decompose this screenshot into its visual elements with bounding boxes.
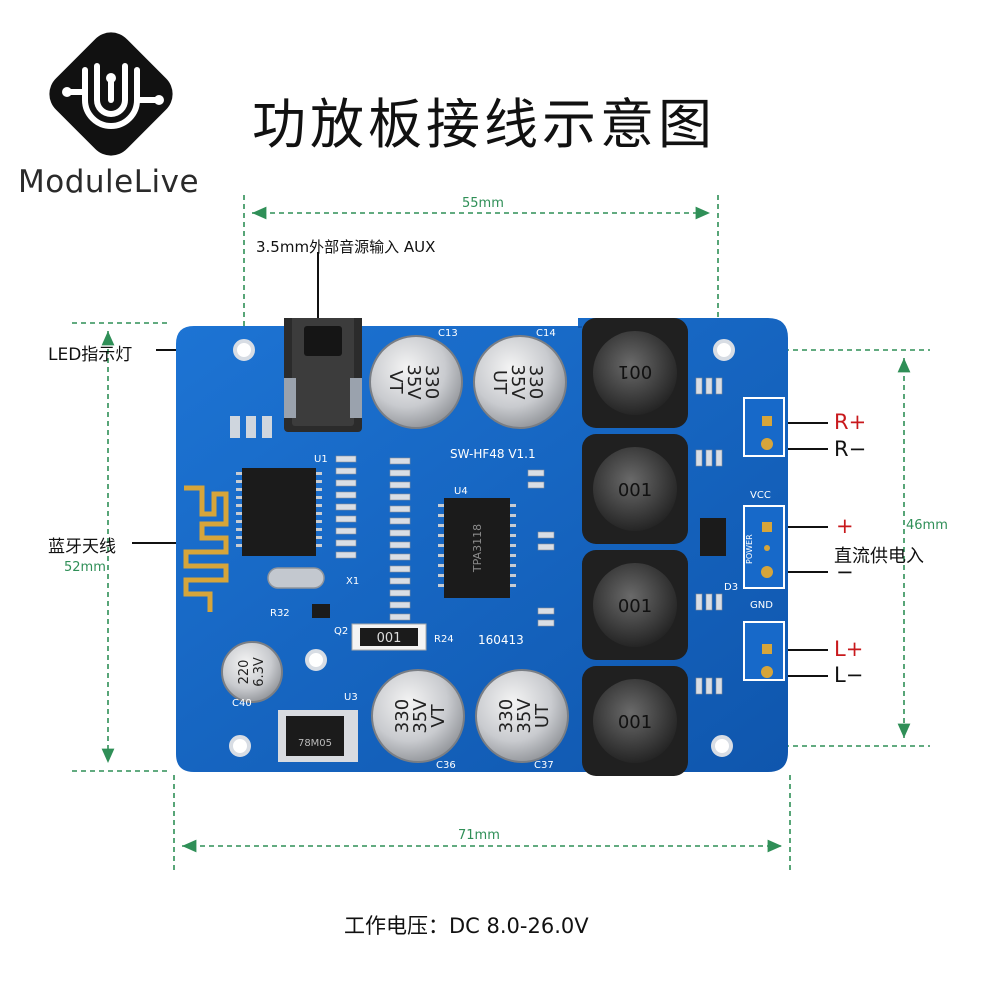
svg-text:160413: 160413 (478, 633, 524, 647)
mount-hole-top-right (713, 339, 735, 361)
inductor-3: 001 (582, 550, 688, 660)
inductor-1: 001 (582, 318, 688, 428)
svg-text:35V: 35V (410, 698, 431, 734)
regulator: 78M05 (278, 710, 358, 762)
svg-text:35V: 35V (403, 364, 424, 400)
svg-text:001: 001 (618, 361, 652, 382)
svg-text:78M05: 78M05 (298, 738, 332, 749)
svg-text:X1: X1 (346, 576, 359, 587)
svg-text:C36: C36 (436, 760, 456, 771)
cap-top-left: 330 35V VT (369, 335, 463, 429)
mount-hole-mid (305, 649, 327, 671)
cap-bottom-left: 330 35V VT (371, 669, 465, 763)
led-indicator-label: LED指示灯 (48, 345, 133, 365)
svg-text:R24: R24 (434, 634, 454, 645)
mount-hole-bottom-right (711, 735, 733, 757)
dc-input-label: 直流供电入 (834, 546, 924, 567)
brand-wordmark: ModuleLive (18, 164, 200, 200)
r-plus-label: R+ (834, 410, 867, 434)
svg-text:35V: 35V (507, 364, 528, 400)
transistor (312, 604, 330, 618)
l-minus-label: L− (834, 663, 864, 687)
power-resistor: 001 (351, 623, 427, 651)
bt-chip (236, 468, 322, 556)
pcb-board: 330 35V VT 330 35V UT 330 35V VT 330 35V… (176, 318, 788, 776)
vcc-plus-label: + (836, 514, 854, 538)
svg-text:330: 330 (525, 365, 546, 399)
svg-text:GND: GND (750, 600, 773, 611)
dim-left-label: 52mm (64, 560, 106, 575)
svg-text:6.3V: 6.3V (252, 657, 267, 687)
svg-text:U4: U4 (454, 486, 468, 497)
vcc-minus-label: − (836, 560, 854, 584)
svg-text:VCC: VCC (750, 490, 771, 501)
dim-bottom-label: 71mm (458, 828, 500, 843)
svg-text:VT: VT (385, 370, 406, 394)
svg-text:U1: U1 (314, 454, 328, 465)
aux-input-label: 3.5mm外部音源输入 AUX (256, 238, 436, 256)
inductor-4: 001 (582, 666, 688, 776)
amp-chip: TPA3118 (438, 498, 516, 598)
terminal-power (743, 505, 785, 589)
l-plus-label: L+ (834, 637, 864, 661)
working-voltage: 工作电压：DC 8.0-26.0V (344, 914, 589, 938)
svg-text:35V: 35V (514, 698, 535, 734)
bt-antenna-label: 蓝牙天线 (48, 537, 116, 557)
diode (700, 518, 726, 556)
svg-text:C37: C37 (534, 760, 554, 771)
page-title: 功放板接线示意图 (252, 93, 716, 156)
svg-text:C40: C40 (232, 698, 252, 709)
svg-text:D3: D3 (724, 582, 738, 593)
svg-text:330: 330 (421, 365, 442, 399)
dim-top-label: 55mm (462, 196, 504, 211)
inductor-2: 001 (582, 434, 688, 544)
cap-bottom-right: 330 35V UT (475, 669, 569, 763)
svg-text:001: 001 (618, 596, 652, 617)
svg-text:VT: VT (428, 703, 449, 727)
svg-text:001: 001 (618, 712, 652, 733)
terminal-r (743, 397, 785, 457)
r-minus-label: R− (834, 437, 867, 461)
svg-text:001: 001 (618, 480, 652, 501)
audio-jack (284, 318, 362, 432)
mount-hole-bottom-left (229, 735, 251, 757)
svg-text:C14: C14 (536, 328, 556, 339)
svg-text:POWER: POWER (745, 534, 754, 564)
bt-antenna-trace (183, 485, 229, 612)
svg-text:330: 330 (392, 699, 413, 733)
cap-top-right: 330 35V UT (473, 335, 567, 429)
svg-text:001: 001 (377, 631, 402, 646)
logo-mark-icon (49, 32, 173, 156)
crystal (267, 567, 325, 589)
svg-text:330: 330 (496, 699, 517, 733)
terminal-l (743, 621, 785, 681)
svg-text:TPA3118: TPA3118 (471, 524, 484, 573)
svg-text:UT: UT (532, 703, 553, 728)
svg-text:220: 220 (237, 660, 252, 685)
svg-text:R32: R32 (270, 608, 290, 619)
svg-text:SW-HF48 V1.1: SW-HF48 V1.1 (450, 447, 536, 461)
svg-text:Q2: Q2 (334, 626, 348, 637)
dim-right-label: 46mm (906, 518, 948, 533)
cap-small: 220 6.3V (221, 641, 283, 703)
svg-text:U3: U3 (344, 692, 358, 703)
mount-hole-top-left (233, 339, 255, 361)
svg-text:C13: C13 (438, 328, 458, 339)
svg-text:UT: UT (489, 370, 510, 395)
